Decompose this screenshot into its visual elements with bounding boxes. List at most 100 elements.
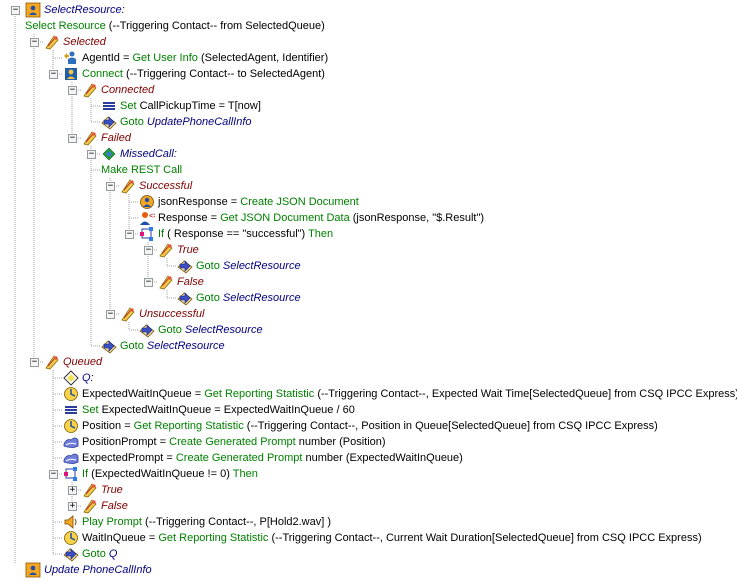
tree-node-label: Goto UpdatePhoneCallInfo	[120, 114, 252, 130]
tree-node-label: Connect (--Triggering Contact-- to Selec…	[82, 66, 325, 82]
label-segment: Then	[232, 468, 258, 480]
connect-icon	[63, 66, 79, 82]
tree-node-label: jsonResponse = Create JSON Document	[158, 194, 359, 210]
if-icon	[63, 466, 79, 482]
branch-icon	[158, 274, 174, 290]
collapse-toggle[interactable]: −	[87, 149, 96, 159]
label-segment: False	[101, 500, 128, 512]
label-segment: SelectResource:	[44, 4, 125, 16]
label-segment: Create Generated Prompt	[169, 436, 296, 448]
label-segment: (ExpectedWaitInQueue != 0)	[88, 468, 233, 480]
collapse-toggle[interactable]: −	[49, 69, 58, 79]
label-segment: Get Reporting Statistic	[204, 388, 315, 400]
label-segment: (--Triggering Contact--, Current Wait Du…	[268, 532, 702, 544]
goto-icon	[139, 322, 155, 338]
collapse-toggle[interactable]: −	[144, 277, 153, 287]
jsondata-icon: <>	[139, 210, 157, 226]
label-segment: Set	[82, 404, 99, 416]
tree-node-label: SelectResource:	[44, 2, 125, 18]
label-segment: AgentId =	[82, 52, 133, 64]
collapse-toggle[interactable]: −	[30, 37, 39, 47]
tree-node-label: True	[101, 482, 123, 498]
collapse-toggle[interactable]: −	[106, 181, 115, 191]
tree-node-label: Select Resource (--Triggering Contact-- …	[25, 18, 325, 34]
tree-node-label: Selected	[63, 34, 106, 50]
branch-icon	[82, 498, 98, 514]
tree-node-label: Unsuccessful	[139, 306, 204, 322]
label-segment: Get User Info	[132, 52, 198, 64]
label-segment: Failed	[101, 132, 131, 144]
collapse-toggle[interactable]: −	[30, 357, 39, 367]
stat-icon	[63, 418, 79, 434]
tree-node-label: WaitInQueue = Get Reporting Statistic (-…	[82, 530, 702, 546]
label-segment: SelectResource	[219, 292, 301, 304]
branch-icon	[44, 34, 60, 50]
branch-icon	[82, 82, 98, 98]
stat-icon	[63, 530, 79, 546]
label-segment: SelectResource	[143, 340, 225, 352]
label-segment: (SelectedAgent, Identifier)	[197, 52, 329, 64]
label-segment: (--Triggering Contact-- from SelectedQue…	[105, 20, 325, 32]
collapse-toggle[interactable]: −	[68, 133, 77, 143]
collapse-toggle[interactable]: −	[49, 469, 58, 479]
tree-node-label: Set ExpectedWaitInQueue = ExpectedWaitIn…	[82, 402, 355, 418]
label-segment: (--Triggering Contact--, P[Hold2.wav] )	[141, 516, 332, 528]
label-segment: SelectResource	[181, 324, 263, 336]
collapse-toggle[interactable]: −	[125, 229, 134, 239]
tree-node-label: Queued	[63, 354, 102, 370]
goto-icon	[101, 114, 117, 130]
tree-node-label: Play Prompt (--Triggering Contact--, P[H…	[82, 514, 331, 530]
tree-node-label: ExpectedPrompt = Create Generated Prompt…	[82, 450, 463, 466]
expand-toggle[interactable]: +	[68, 485, 77, 495]
qlabel-icon	[63, 370, 79, 386]
tree-node-label: AgentId = Get User Info (SelectedAgent, …	[82, 50, 328, 66]
branch-icon	[158, 242, 174, 258]
label-segment: Create Generated Prompt	[175, 452, 303, 464]
label-segment: PositionPrompt =	[82, 436, 170, 448]
prompt-icon	[63, 434, 79, 450]
play-icon	[63, 514, 79, 530]
collapse-toggle[interactable]: −	[11, 5, 20, 15]
label-segment: WaitInQueue =	[82, 532, 159, 544]
label-segment: number (Position)	[295, 436, 386, 448]
tree-node-label: Set CallPickupTime = T[now]	[120, 98, 261, 114]
collapse-toggle[interactable]: −	[68, 85, 77, 95]
tree-node-label: Update PhoneCallInfo	[44, 562, 152, 578]
goto-icon	[101, 338, 117, 354]
label-segment: (--Triggering Contact--, Expected Wait T…	[314, 388, 737, 400]
set-icon	[101, 98, 117, 114]
label-segment: False	[177, 276, 204, 288]
tree-node-label: Position = Get Reporting Statistic (--Tr…	[82, 418, 658, 434]
branch-icon	[120, 178, 136, 194]
label-segment: Play Prompt	[82, 516, 142, 528]
tree-node-label: PositionPrompt = Create Generated Prompt…	[82, 434, 386, 450]
label-segment: Queued	[63, 356, 103, 368]
json-icon	[139, 194, 155, 210]
label-segment: Then	[308, 228, 334, 240]
tree-node-label: Successful	[139, 178, 192, 194]
label-segment: Connected	[101, 84, 155, 96]
goto-icon	[177, 290, 193, 306]
label-segment: Connect	[82, 68, 123, 80]
branch-icon	[82, 130, 98, 146]
label-segment: Goto	[82, 548, 106, 560]
collapse-toggle[interactable]: −	[106, 309, 115, 319]
label-segment: Get JSON Document Data	[220, 212, 350, 224]
if-icon	[139, 226, 155, 242]
tree-connector-lines	[14, 8, 176, 563]
collapse-toggle[interactable]: −	[144, 245, 153, 255]
label-segment: Update PhoneCallInfo	[44, 564, 152, 576]
label-segment: ExpectedWaitInQueue = ExpectedWaitInQueu…	[98, 404, 355, 416]
expand-toggle[interactable]: +	[68, 501, 77, 511]
label-segment: Make REST Call	[101, 164, 183, 176]
label-segment: jsonResponse =	[158, 196, 241, 208]
tree-node-label: MissedCall:	[120, 146, 177, 162]
label-segment: Selected	[63, 36, 106, 48]
label-segment: (jsonResponse, "$.Result")	[349, 212, 485, 224]
label-icon	[101, 146, 117, 162]
label-segment: If	[82, 468, 89, 480]
label-segment: Unsuccessful	[139, 308, 205, 320]
tree-node-label: Make REST Call	[101, 162, 182, 178]
label-segment: Get Reporting Statistic	[158, 532, 269, 544]
